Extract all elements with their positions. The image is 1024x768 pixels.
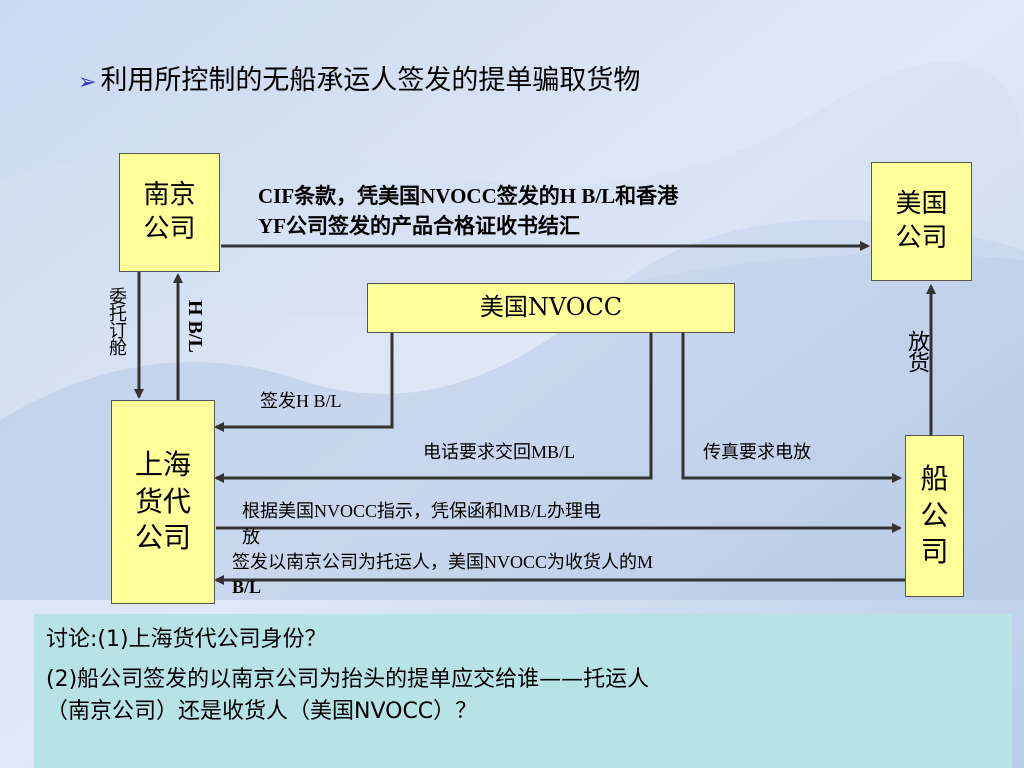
fax-request-label: 传真要求电放 [703,442,811,462]
discussion-q1: 讨论:(1)上海货代公司身份？ [46,627,327,652]
cif-label-line1: CIF条款，凭美国NVOCC签发的H B/L和香港 [258,184,679,208]
usa-company-box: 美国 公司 [871,162,972,281]
discussion-q2-line2: （南京公司）还是收货人（美国NVOCC）？ [46,698,478,724]
issue-hbl-label: 签发H B/L [260,391,342,411]
issue-mbl-label-line1: 签发以南京公司为托运人，美国NVOCC为收货人的M [232,552,654,572]
slide-title: ➢利用所控制的无船承运人签发的提单骗取货物 [78,58,640,97]
discussion-q2: (2)船公司签发的以南京公司为抬头的提单应交给谁——托运人 （南京公司）还是收货… [46,664,1000,728]
cif-label-line2: YF公司签发的产品合格证收书结汇 [258,214,580,238]
issue-mbl-label-line2: B/L [232,577,262,597]
shanghai-forwarder-box: 上海 货代 公司 [111,400,215,604]
discussion-q2-line1: (2)船公司签发的以南京公司为抬头的提单应交给谁——托运人 [46,666,650,692]
release-label: 放货 [905,330,930,372]
discussion-box: 讨论:(1)上海货代公司身份？ (2)船公司签发的以南京公司为抬头的提单应交给谁… [34,614,1012,768]
arrow-bullet-icon: ➢ [78,70,97,95]
instruct-label-line2: 放 [242,527,260,547]
nvocc-box: 美国NVOCC [367,283,735,333]
phone-request-label: 电话要求交回MB/L [423,442,576,462]
entrust-label: 委托订舱 [107,287,127,355]
instruct-label-line1: 根据美国NVOCC指示，凭保函和MB/L办理电 [242,501,602,521]
shipping-company-box: 船 公 司 [905,435,964,597]
slide-title-text: 利用所控制的无船承运人签发的提单骗取货物 [100,65,641,96]
hbl-vertical-label: H B/L [184,300,206,353]
nanjing-company-box: 南京 公司 [119,153,220,272]
